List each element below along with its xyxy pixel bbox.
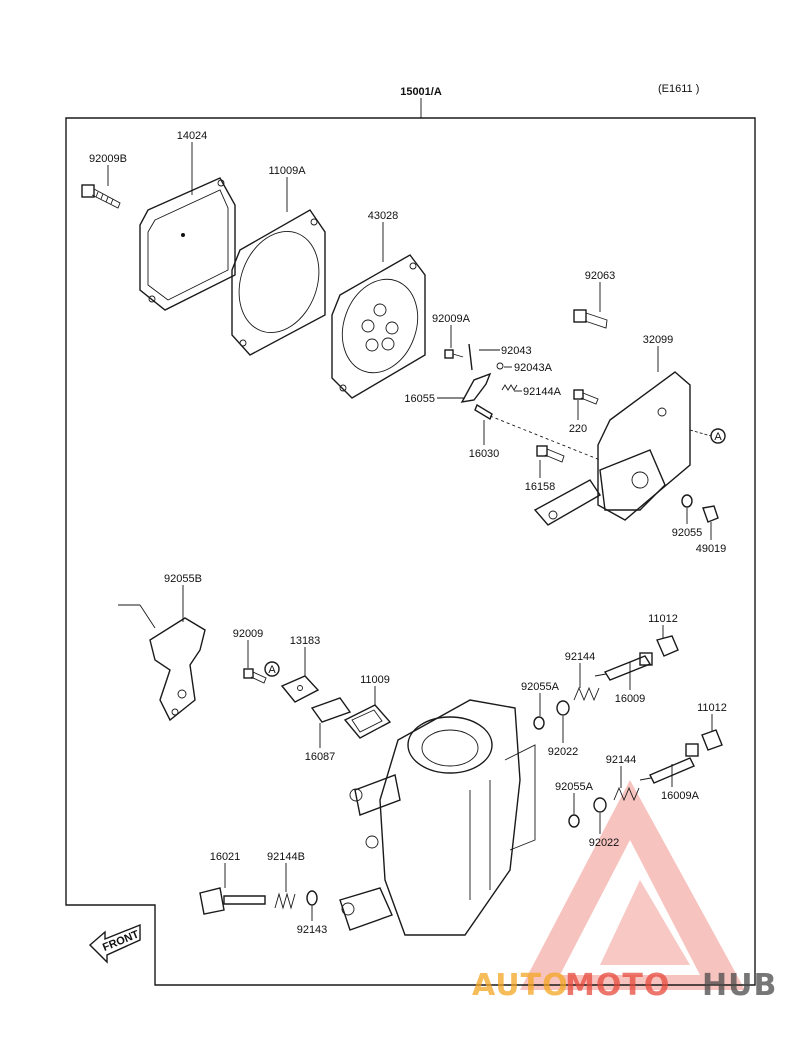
label-16087: 16087: [305, 751, 336, 763]
front-direction-arrow: FRONT: [88, 923, 141, 964]
label-92055a-lower: 92055A: [555, 781, 594, 793]
watermark-wordmark: AUTO MOTO HUB: [472, 968, 777, 1003]
o-ring-92055a-upper: [533, 716, 545, 730]
label-16009: 16009: [615, 693, 646, 705]
gasket-92055b: [149, 617, 206, 722]
cap-11012-upper: [656, 635, 679, 657]
gasket-11009: [343, 704, 392, 739]
label-43028: 43028: [368, 210, 399, 222]
spring-92144-lower: [613, 786, 640, 802]
screw-92009: [243, 668, 267, 684]
gasket-16087: [310, 697, 352, 723]
label-11009a: 11009A: [268, 165, 306, 177]
bolt-92063: [573, 309, 608, 329]
label-92055: 92055: [672, 527, 703, 539]
svg-text:MOTO: MOTO: [565, 968, 670, 1003]
label-14024: 14024: [177, 130, 208, 142]
label-92022-upper: 92022: [548, 746, 579, 758]
diaphragm-cover-14024: [139, 177, 236, 311]
callout-a-top: A: [710, 428, 726, 444]
figure-code: (E1611 ): [658, 83, 699, 95]
label-11012-upper: 11012: [648, 613, 678, 625]
label-11009: 11009: [360, 674, 390, 686]
spring-92144-upper: [573, 686, 600, 702]
spring-92144b: [274, 892, 296, 910]
label-92063: 92063: [585, 270, 616, 282]
svg-text:A: A: [714, 431, 722, 443]
diaphragm-43028: [331, 254, 426, 399]
gasket-11009a: [231, 209, 326, 356]
label-92144b: 92144B: [267, 851, 305, 863]
label-92055a-upper: 92055A: [521, 681, 560, 693]
label-49019: 49019: [696, 543, 727, 555]
screw-16009a: [639, 743, 699, 784]
screw-16158: [536, 445, 565, 463]
carburetor-body: [339, 699, 521, 936]
needle-16030: [474, 403, 493, 421]
assembly-title: 15001/A: [400, 86, 442, 98]
label-16055: 16055: [404, 393, 435, 405]
screw-92009a: [444, 349, 464, 359]
label-92144a: 92144A: [523, 386, 562, 398]
label-16158: 16158: [525, 481, 556, 493]
label-92009: 92009: [233, 628, 264, 640]
spring-92144a: [501, 384, 518, 391]
lever-16055: [460, 372, 492, 403]
label-32099: 32099: [643, 334, 674, 346]
label-11012-lower: 11012: [697, 702, 727, 714]
callout-a-bottom: A: [264, 661, 280, 677]
label-16030: 16030: [469, 448, 500, 460]
svg-text:A: A: [268, 664, 276, 676]
cap-49019: [702, 505, 719, 523]
label-92143: 92143: [297, 924, 328, 936]
washer-92022-lower: [593, 797, 607, 813]
label-92022-lower: 92022: [589, 837, 620, 849]
label-92043: 92043: [501, 345, 532, 357]
label-92144-lower: 92144: [606, 754, 637, 766]
label-92055b: 92055B: [164, 573, 202, 585]
screw-16021: [199, 887, 266, 915]
pin-92043: [468, 343, 473, 371]
pump-body-32099: [533, 371, 691, 526]
washer-92022-upper: [556, 700, 570, 716]
spring-92043a: [496, 362, 504, 370]
screw-16009: [594, 652, 653, 681]
label-16009a: 16009A: [661, 790, 700, 802]
label-92009a: 92009A: [432, 313, 471, 325]
watermark-logo: [520, 780, 745, 990]
screw-220: [573, 389, 599, 405]
label-13183: 13183: [290, 635, 321, 647]
label-92009b: 92009B: [89, 153, 127, 165]
label-220: 220: [569, 423, 587, 435]
bolt-92009b: [81, 184, 121, 209]
assembly-frame: [65, 117, 756, 986]
washer-92143: [306, 890, 318, 906]
label-92043a: 92043A: [514, 362, 553, 374]
o-ring-92055a-lower: [568, 814, 580, 828]
plate-13183: [280, 675, 320, 703]
cap-11012-lower: [701, 729, 723, 751]
label-92144-upper: 92144: [565, 651, 596, 663]
svg-text:HUB: HUB: [702, 968, 777, 1003]
label-16021: 16021: [210, 851, 241, 863]
svg-text:AUTO: AUTO: [472, 968, 569, 1003]
o-ring-92055: [681, 494, 693, 508]
